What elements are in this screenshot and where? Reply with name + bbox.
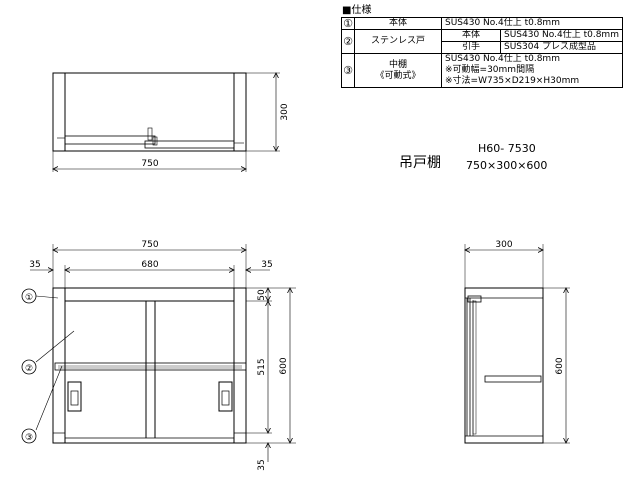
product-size: 750×300×600 xyxy=(466,159,548,172)
door-handle-right xyxy=(218,381,233,412)
callout-2-circle xyxy=(21,359,37,375)
front-view-right-side-label: 35 xyxy=(261,260,272,270)
front-view-middle-label: 515 xyxy=(257,358,267,375)
spec-row-2b: 引手 SUS304 プレス成型品 xyxy=(342,41,623,54)
callout-1-leader xyxy=(35,295,59,299)
top-view-door-left xyxy=(64,135,156,145)
spec-title: ■仕様 xyxy=(342,5,372,16)
spec-row-3-value-line-1: SUS430 No.4仕上 t0.8mm xyxy=(445,54,560,64)
callout-3-leader xyxy=(35,365,63,431)
spec-row-3-name: 中棚 《可動式》 xyxy=(354,53,442,88)
front-view-bottom-label: 35 xyxy=(257,459,267,470)
side-view-depth-label: 300 xyxy=(495,240,512,250)
callout-1-circle xyxy=(21,288,37,304)
front-view-width-label: 750 xyxy=(141,240,158,250)
top-view-outline xyxy=(52,72,247,152)
top-view-depth-label: 300 xyxy=(280,103,290,120)
callout-2-label: ② xyxy=(25,364,33,374)
spec-row-3-name-line-1: 中棚 xyxy=(388,59,407,70)
spec-row-3-value: SUS430 No.4仕上 t0.8mm ※可動幅=30mm間隔 ※寸法=W73… xyxy=(441,53,623,88)
top-view-width-label: 750 xyxy=(141,159,158,169)
callout-1-label: ① xyxy=(25,293,33,303)
top-view xyxy=(53,73,280,172)
side-view xyxy=(465,244,570,443)
side-view-outline xyxy=(464,287,544,444)
callout-2-leader xyxy=(35,330,75,363)
spec-table: ① 本体 SUS430 No.4仕上 t0.8mm ② ステンレス戸 本体 SU… xyxy=(341,17,623,88)
front-view-top-label: 50 xyxy=(257,289,267,301)
door-handle-left xyxy=(67,381,82,412)
spec-row-3-name-line-2: 《可動式》 xyxy=(375,70,421,81)
top-view-door-right xyxy=(144,140,235,149)
spec-row-3: ③ 中棚 《可動式》 SUS430 No.4仕上 t0.8mm ※可動幅=30m… xyxy=(341,53,623,88)
front-view-outline xyxy=(52,287,247,444)
front-view-left-side-label: 35 xyxy=(29,260,40,270)
spec-row-2a: ② ステンレス戸 本体 SUS430 No.4仕上 t0.8mm xyxy=(341,29,623,54)
spec-row-3-value-line-2: ※可動幅=30mm間隔 xyxy=(445,65,535,75)
callout-3-label: ③ xyxy=(25,433,33,443)
product-name: 吊戸棚 xyxy=(399,155,441,171)
front-view-inner-label: 680 xyxy=(141,260,158,270)
middle-shelf xyxy=(54,362,247,371)
spec-row-3-value-line-3: ※寸法=W735×D219×H30mm xyxy=(445,76,580,86)
product-code: H60- 7530 xyxy=(478,142,536,155)
side-view-shelf xyxy=(484,375,542,383)
spec-row-2-name: ステンレス戸 xyxy=(354,29,442,54)
top-view-handle-right xyxy=(152,136,158,146)
side-view-height-label: 600 xyxy=(555,357,565,374)
callout-3-circle xyxy=(21,428,37,444)
front-view xyxy=(21,244,296,462)
front-view-height-label: 600 xyxy=(279,357,289,374)
top-view-handle-left xyxy=(147,127,153,141)
